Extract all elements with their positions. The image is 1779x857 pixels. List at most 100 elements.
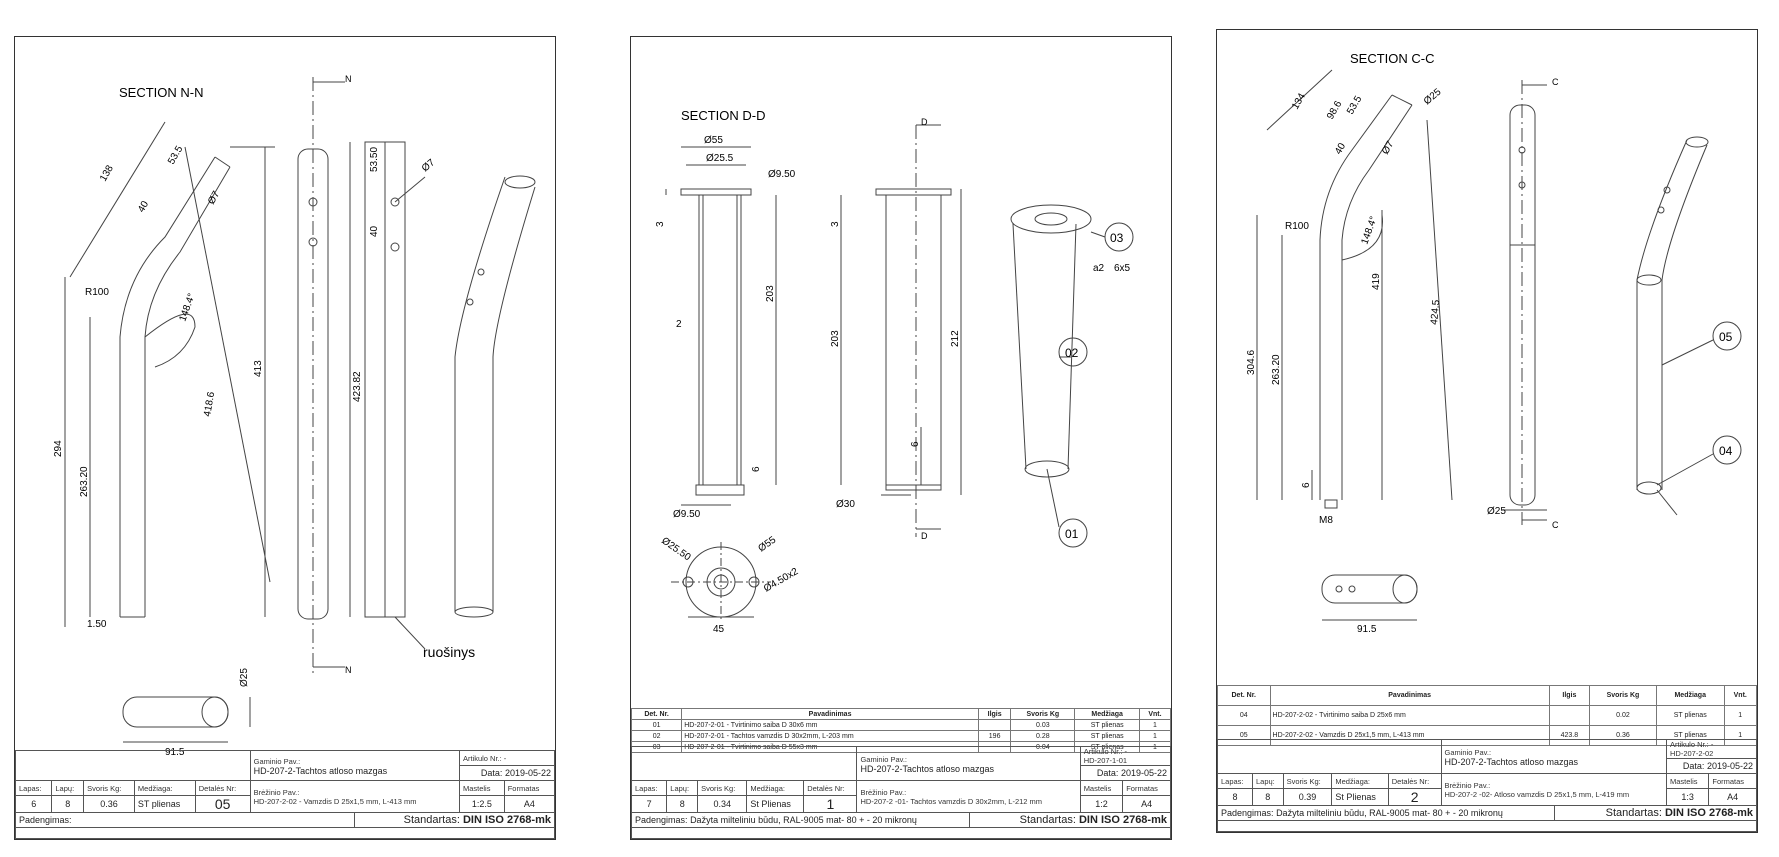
weld-label: 6x5 — [1114, 263, 1131, 274]
parts-header: Medžiaga — [1074, 708, 1140, 720]
standartas-value: DIN ISO 2768-mk — [1078, 814, 1167, 826]
data-value: 2019-05-22 — [1120, 768, 1167, 778]
standartas-label: Standartas: — [1605, 807, 1662, 819]
dim-label: 203 — [830, 330, 841, 347]
data-label: Data: — [1682, 761, 1705, 771]
dim-label: 1.50 — [87, 619, 107, 630]
padengimas-label: Padengimas: — [635, 815, 688, 825]
section-title: SECTION D-D — [681, 108, 766, 123]
cell: ST plienas — [1074, 719, 1140, 731]
dim-label: 418.6 — [202, 391, 217, 418]
dim-label: Ø7 — [420, 157, 438, 174]
brezinio-label: Brėžinio Pav.: — [860, 787, 907, 797]
dim-label: R100 — [1285, 221, 1309, 232]
standartas-label: Standartas: — [403, 814, 460, 826]
cut-letter-bottom: C — [1552, 520, 1559, 530]
dim-label: 3 — [830, 221, 841, 227]
parts-header: Pavadinimas — [1269, 685, 1550, 706]
gaminio-label: Gaminio Pav.: — [860, 754, 907, 764]
mastelis-label: Mastelis — [1665, 773, 1710, 789]
title-block: Gaminio Pav.:HD-207-2-Tachtos atloso maz… — [630, 746, 1172, 839]
padengimas-value: Dažyta milteliniu būdu, RAL-9005 mat- 80… — [690, 815, 917, 825]
brezinio-value: HD-207-2-02 - Vamzdis D 25x1,5 mm, L-413… — [253, 796, 417, 806]
data-label: Data: — [480, 768, 503, 778]
cut-letter-bottom: D — [921, 531, 928, 541]
table-row: 02 HD-207-2-01 - Tachtos vamzdis D 30x2m… — [630, 730, 1172, 742]
cell: 196 — [977, 730, 1012, 742]
cell: HD-207-2-01 - Tvirtinimo saiba D 30x6 mm — [681, 719, 979, 731]
drawing-sheet-2: SECTION D-D D D Ø55 Ø25.5 Ø9.50 3 2 203 … — [630, 36, 1172, 840]
parts-header: Det. Nr. — [1217, 685, 1271, 706]
dim-label: 3 — [655, 221, 666, 227]
dim-label: 53.5 — [166, 144, 185, 167]
dim-label: 138 — [98, 163, 116, 183]
dim-label: 304.6 — [1246, 350, 1257, 375]
padengimas-label: Padengimas: — [1221, 808, 1274, 818]
drawing-sheet-1: SECTION N-N N N 138 53.5 40 Ø7 R100 148.… — [14, 36, 556, 840]
dim-label: 2 — [676, 319, 682, 330]
parts-header: Ilgis — [977, 708, 1012, 720]
dim-label: 423.82 — [352, 371, 363, 402]
dim-label: 148.4° — [177, 292, 197, 323]
mastelis-value: 1:2.5 — [458, 795, 505, 813]
dim-label: 53.5 — [1345, 94, 1364, 117]
col-detales: Detalės Nr: — [1387, 773, 1442, 789]
dim-label: 203 — [765, 285, 776, 302]
data-label: Data: — [1096, 768, 1119, 778]
parts-header: Svoris Kg — [1588, 685, 1657, 706]
cut-letter-bottom: N — [345, 665, 352, 675]
cell: ST plienas — [1655, 705, 1725, 726]
lapu-value: 8 — [51, 795, 85, 813]
dim-label: 6 — [910, 441, 921, 447]
col-medziaga: Medžiaga: — [133, 780, 196, 796]
parts-header: Medžiaga — [1655, 685, 1725, 706]
gaminio-label: Gaminio Pav.: — [253, 756, 301, 766]
dim-label: 98.6 — [1325, 99, 1344, 122]
gaminio-value: HD-207-2-Tachtos atloso mazgas — [860, 763, 995, 774]
col-lapu: Lapų: — [1252, 773, 1284, 789]
parts-header: Det. Nr. — [630, 708, 683, 720]
dim-label: Ø25 — [239, 668, 250, 687]
dim-label: R100 — [85, 287, 109, 298]
standartas-value: DIN ISO 2768-mk — [1664, 807, 1753, 819]
medziaga-value: St Plienas — [746, 795, 805, 813]
col-svoris: Svoris Kg: — [697, 780, 748, 796]
brezinio-value: HD-207-2 -01- Tachtos vamzdis D 30x2mm, … — [860, 796, 1043, 806]
svoris-value: 0.39 — [1282, 788, 1333, 806]
lapas-value: 6 — [14, 795, 53, 813]
dim-label: 419 — [1371, 273, 1382, 290]
dim-label: 6 — [751, 466, 762, 472]
dim-label: Ø4.50x2 — [762, 566, 801, 595]
drawing-view-sheet-1: SECTION N-N N N 138 53.5 40 Ø7 R100 148.… — [53, 74, 536, 757]
brezinio-label: Brėžinio Pav.: — [1444, 780, 1491, 790]
dim-label: Ø25 — [1422, 86, 1444, 107]
formatas-value: A4 — [1122, 795, 1171, 813]
dim-label: 91.5 — [1357, 624, 1377, 635]
cell: 0.28 — [1010, 730, 1076, 742]
brezinio-value: HD-207-2 -02- Atloso vamzdis D 25x1,5 mm… — [1444, 789, 1630, 799]
cell: 1 — [1138, 730, 1172, 742]
dim-label: 424.5 — [1429, 299, 1442, 325]
artikulo-value: HD-207-2-02 — [1669, 749, 1714, 758]
medziaga-value: St Plienas — [1331, 788, 1389, 806]
mastelis-value: 1:3 — [1665, 788, 1710, 806]
dim-label: Ø25.5 — [706, 153, 734, 164]
formatas-label: Formatas — [1122, 780, 1171, 796]
artikulo-label: Artikulo Nr.: - — [1669, 740, 1714, 750]
cut-letter-top: N — [345, 74, 352, 84]
cell — [977, 719, 1012, 731]
parts-header: Svoris Kg — [1010, 708, 1076, 720]
artikulo-value: HD-207-1-01 — [1083, 756, 1128, 765]
cut-letter-top: D — [921, 117, 928, 127]
col-medziaga: Medžiaga: — [1331, 773, 1389, 789]
balloon-label: 03 — [1110, 231, 1124, 245]
section-title: SECTION N-N — [119, 85, 204, 100]
parts-header: Ilgis — [1548, 685, 1590, 706]
padengimas-value: Dažyta milteliniu būdu, RAL-9005 mat- 80… — [1276, 808, 1503, 818]
formatas-label: Formatas — [503, 780, 556, 796]
gaminio-value: HD-207-2-Tachtos atloso mazgas — [253, 765, 388, 776]
title-block: Gaminio Pav.:HD-207-2-Tachtos atloso maz… — [14, 750, 556, 839]
dim-label: 53.50 — [369, 147, 380, 172]
mastelis-label: Mastelis — [1079, 780, 1124, 796]
parts-header: Vnt. — [1138, 708, 1172, 720]
